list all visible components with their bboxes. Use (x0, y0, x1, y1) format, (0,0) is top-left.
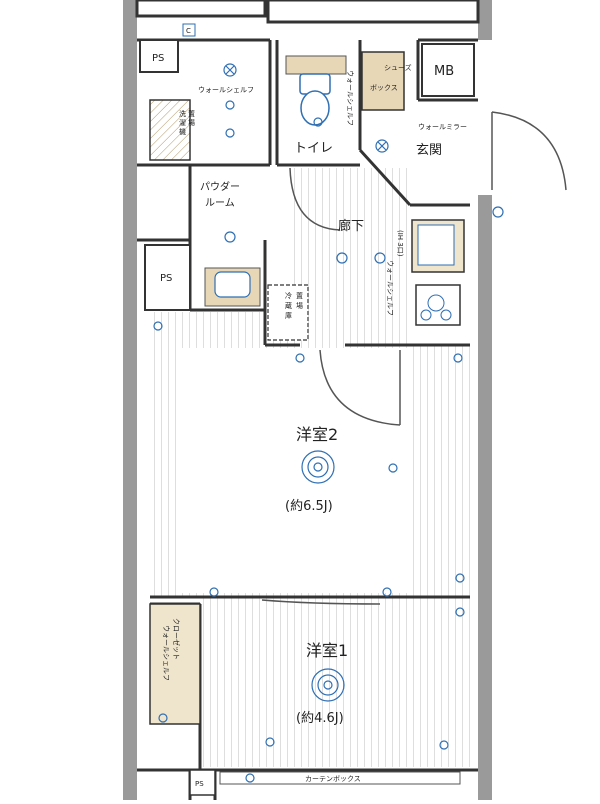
top-wall (266, 0, 480, 24)
ps-mid-label: PS (160, 273, 172, 284)
wall-shelf-toilet: ウォールシェルフ (346, 70, 354, 126)
fridge-label: 冷 蔵 庫 置 場 (285, 291, 305, 320)
ps-top-label: PS (152, 53, 164, 64)
curtain-box-label: カーテンボックス (305, 775, 361, 783)
fridge-area (267, 284, 309, 341)
wall-shelf-kitchen: ウォールシェルフ (386, 260, 394, 316)
kitchen-sink (417, 224, 455, 266)
wall-mirror: ウォールミラー (418, 123, 467, 131)
doors (261, 111, 567, 605)
ps-mid: PS (144, 244, 191, 311)
entrance-label: 玄関 (416, 143, 442, 158)
curtain-box (219, 771, 461, 785)
c-mark: C (186, 27, 191, 35)
outer-wall-right (478, 195, 492, 800)
laundry-area (149, 99, 191, 161)
room2-name: 洋室2 (296, 425, 338, 444)
wall-shelf-closet: ウォールシェルフ (162, 625, 170, 681)
mb-label: MB (434, 64, 454, 79)
ih-label: (IH 3口) (396, 230, 404, 257)
outer-wall-right-top (478, 0, 492, 40)
light-fixtures (153, 63, 504, 783)
floor-room1 (200, 597, 470, 767)
laundry-label: 洗 濯 機 置 場 (179, 109, 197, 136)
shoes-box-label: シューズ ボックス (370, 63, 414, 92)
corridor-label: 廊下 (338, 218, 364, 234)
room2-center (180, 348, 410, 593)
mb-box: MB (421, 43, 475, 97)
stove (415, 284, 461, 326)
room1-size: (約4.6J) (296, 711, 344, 726)
room2-size: (約6.5J) (285, 499, 333, 514)
outer-wall-left (123, 0, 137, 800)
room1-name: 洋室1 (306, 641, 348, 660)
closet-label: クローゼット (172, 618, 181, 660)
wall-shelf-top: ウォールシェルフ (198, 86, 254, 94)
closet-area (149, 603, 201, 725)
shoes-box (361, 51, 405, 111)
ps-bottom: PS (189, 769, 216, 796)
toilet-label: トイレ (294, 141, 333, 156)
powder-room-label: パウダー ルーム (200, 180, 243, 209)
ps-bottom-label: PS (195, 780, 204, 788)
ps-top: PS (139, 39, 179, 73)
